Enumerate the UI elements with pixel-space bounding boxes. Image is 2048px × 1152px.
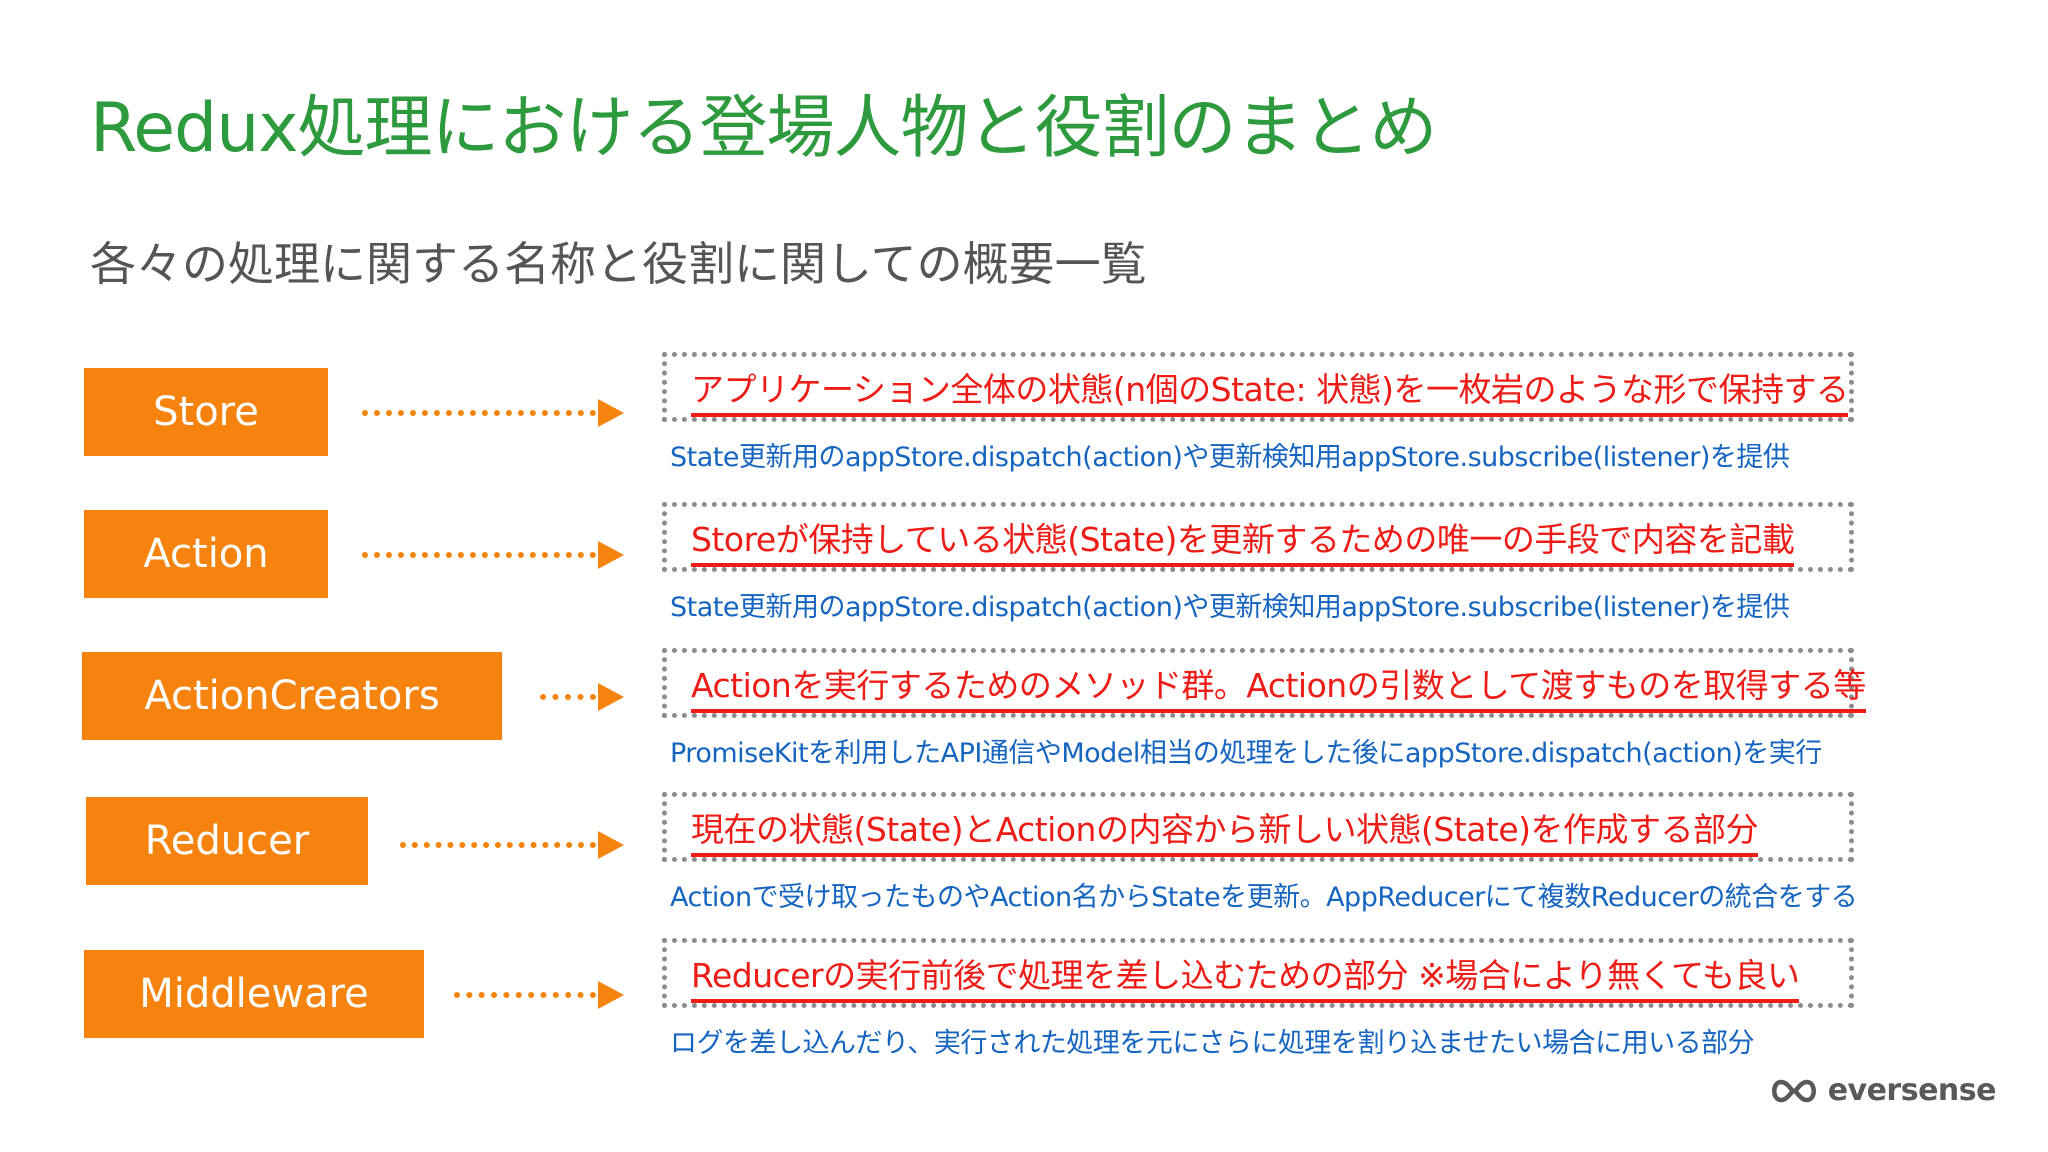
store-note: State更新用のappStore.dispatch(action)や更新検知用… xyxy=(670,442,1790,473)
reducer-description: 現在の状態(State)とActionの内容から新しい状態(State)を作成す… xyxy=(691,803,1759,857)
actioncreators-box: ActionCreators xyxy=(82,652,502,740)
action-box: Action xyxy=(84,510,328,598)
reducer-box: Reducer xyxy=(86,797,368,885)
eversense-logo: eversense xyxy=(1768,1073,1997,1108)
store-description-box: アプリケーション全体の状態(n個のState: 状態)を一枚岩のような形で保持す… xyxy=(662,352,1854,422)
reducer-description-box: 現在の状態(State)とActionの内容から新しい状態(State)を作成す… xyxy=(662,792,1854,862)
middleware-description: Reducerの実行前後で処理を差し込むための部分 ※場合により無くても良い xyxy=(691,949,1800,1003)
actioncreators-note: PromiseKitを利用したAPI通信やModel相当の処理をした後にappS… xyxy=(670,738,1822,769)
action-description-box: Storeが保持している状態(State)を更新するための唯一の手段で内容を記載 xyxy=(662,502,1854,572)
action-note: State更新用のappStore.dispatch(action)や更新検知用… xyxy=(670,592,1790,623)
middleware-description-box: Reducerの実行前後で処理を差し込むための部分 ※場合により無くても良い xyxy=(662,938,1854,1008)
actioncreators-description: Actionを実行するためのメソッド群。Actionの引数として渡すものを取得す… xyxy=(691,659,1866,713)
slide-title: Redux処理における登場人物と役割のまとめ xyxy=(90,89,1438,168)
arrow-icon xyxy=(362,540,624,570)
store-box: Store xyxy=(84,368,328,456)
arrow-icon xyxy=(400,830,624,860)
arrow-icon xyxy=(362,398,624,428)
arrow-icon xyxy=(454,980,624,1010)
actioncreators-description-box: Actionを実行するためのメソッド群。Actionの引数として渡すものを取得す… xyxy=(662,648,1866,718)
store-description: アプリケーション全体の状態(n個のState: 状態)を一枚岩のような形で保持す… xyxy=(691,363,1849,417)
middleware-note: ログを差し込んだり、実行された処理を元にさらに処理を割り込ませたい場合に用いる部… xyxy=(670,1028,1755,1059)
arrow-icon xyxy=(540,682,624,712)
slide-subtitle: 各々の処理に関する名称と役割に関しての概要一覧 xyxy=(90,237,1147,291)
reducer-note: Actionで受け取ったものやAction名からStateを更新。AppRedu… xyxy=(670,882,1858,913)
middleware-box: Middleware xyxy=(84,950,424,1038)
action-description: Storeが保持している状態(State)を更新するための唯一の手段で内容を記載 xyxy=(691,513,1795,567)
infinity-icon xyxy=(1771,1079,1816,1102)
logo-text: eversense xyxy=(1827,1073,1997,1108)
